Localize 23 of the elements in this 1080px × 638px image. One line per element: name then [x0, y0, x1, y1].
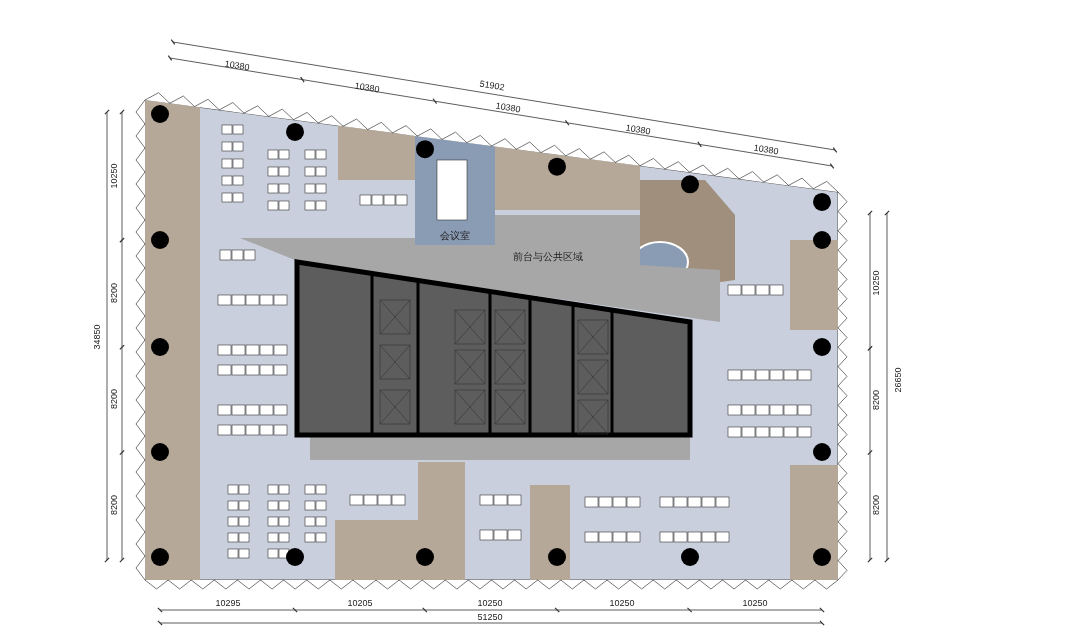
dimension-text: 10295 [215, 598, 241, 608]
dimension-text: 34850 [92, 324, 102, 350]
dimension-text: 8200 [109, 495, 119, 515]
dimension-text: 10250 [109, 163, 119, 189]
dimension-text: 8200 [109, 389, 119, 409]
dimension-text: 10380 [752, 143, 780, 157]
dimension-text: 10250 [477, 598, 503, 608]
room-label: 前台与公共区域 [513, 252, 583, 262]
dimension-text: 51250 [477, 612, 503, 622]
dimension-text: 8200 [871, 495, 881, 515]
dimension-text: 10205 [347, 598, 373, 608]
dimension-text: 10250 [871, 270, 881, 296]
dimension-text: 26650 [893, 367, 903, 393]
dimension-text: 10380 [624, 123, 652, 137]
dimension-text: 10250 [742, 598, 768, 608]
dimension-text: 10380 [494, 101, 522, 115]
dimension-text: 10250 [609, 598, 635, 608]
room-label: 会议室 [440, 231, 470, 241]
dimension-text: 8200 [871, 390, 881, 410]
dimension-text: 51902 [478, 79, 506, 93]
dimension-text: 10380 [223, 59, 251, 73]
dimension-text: 8200 [109, 283, 119, 303]
dimension-text: 10380 [353, 81, 381, 95]
